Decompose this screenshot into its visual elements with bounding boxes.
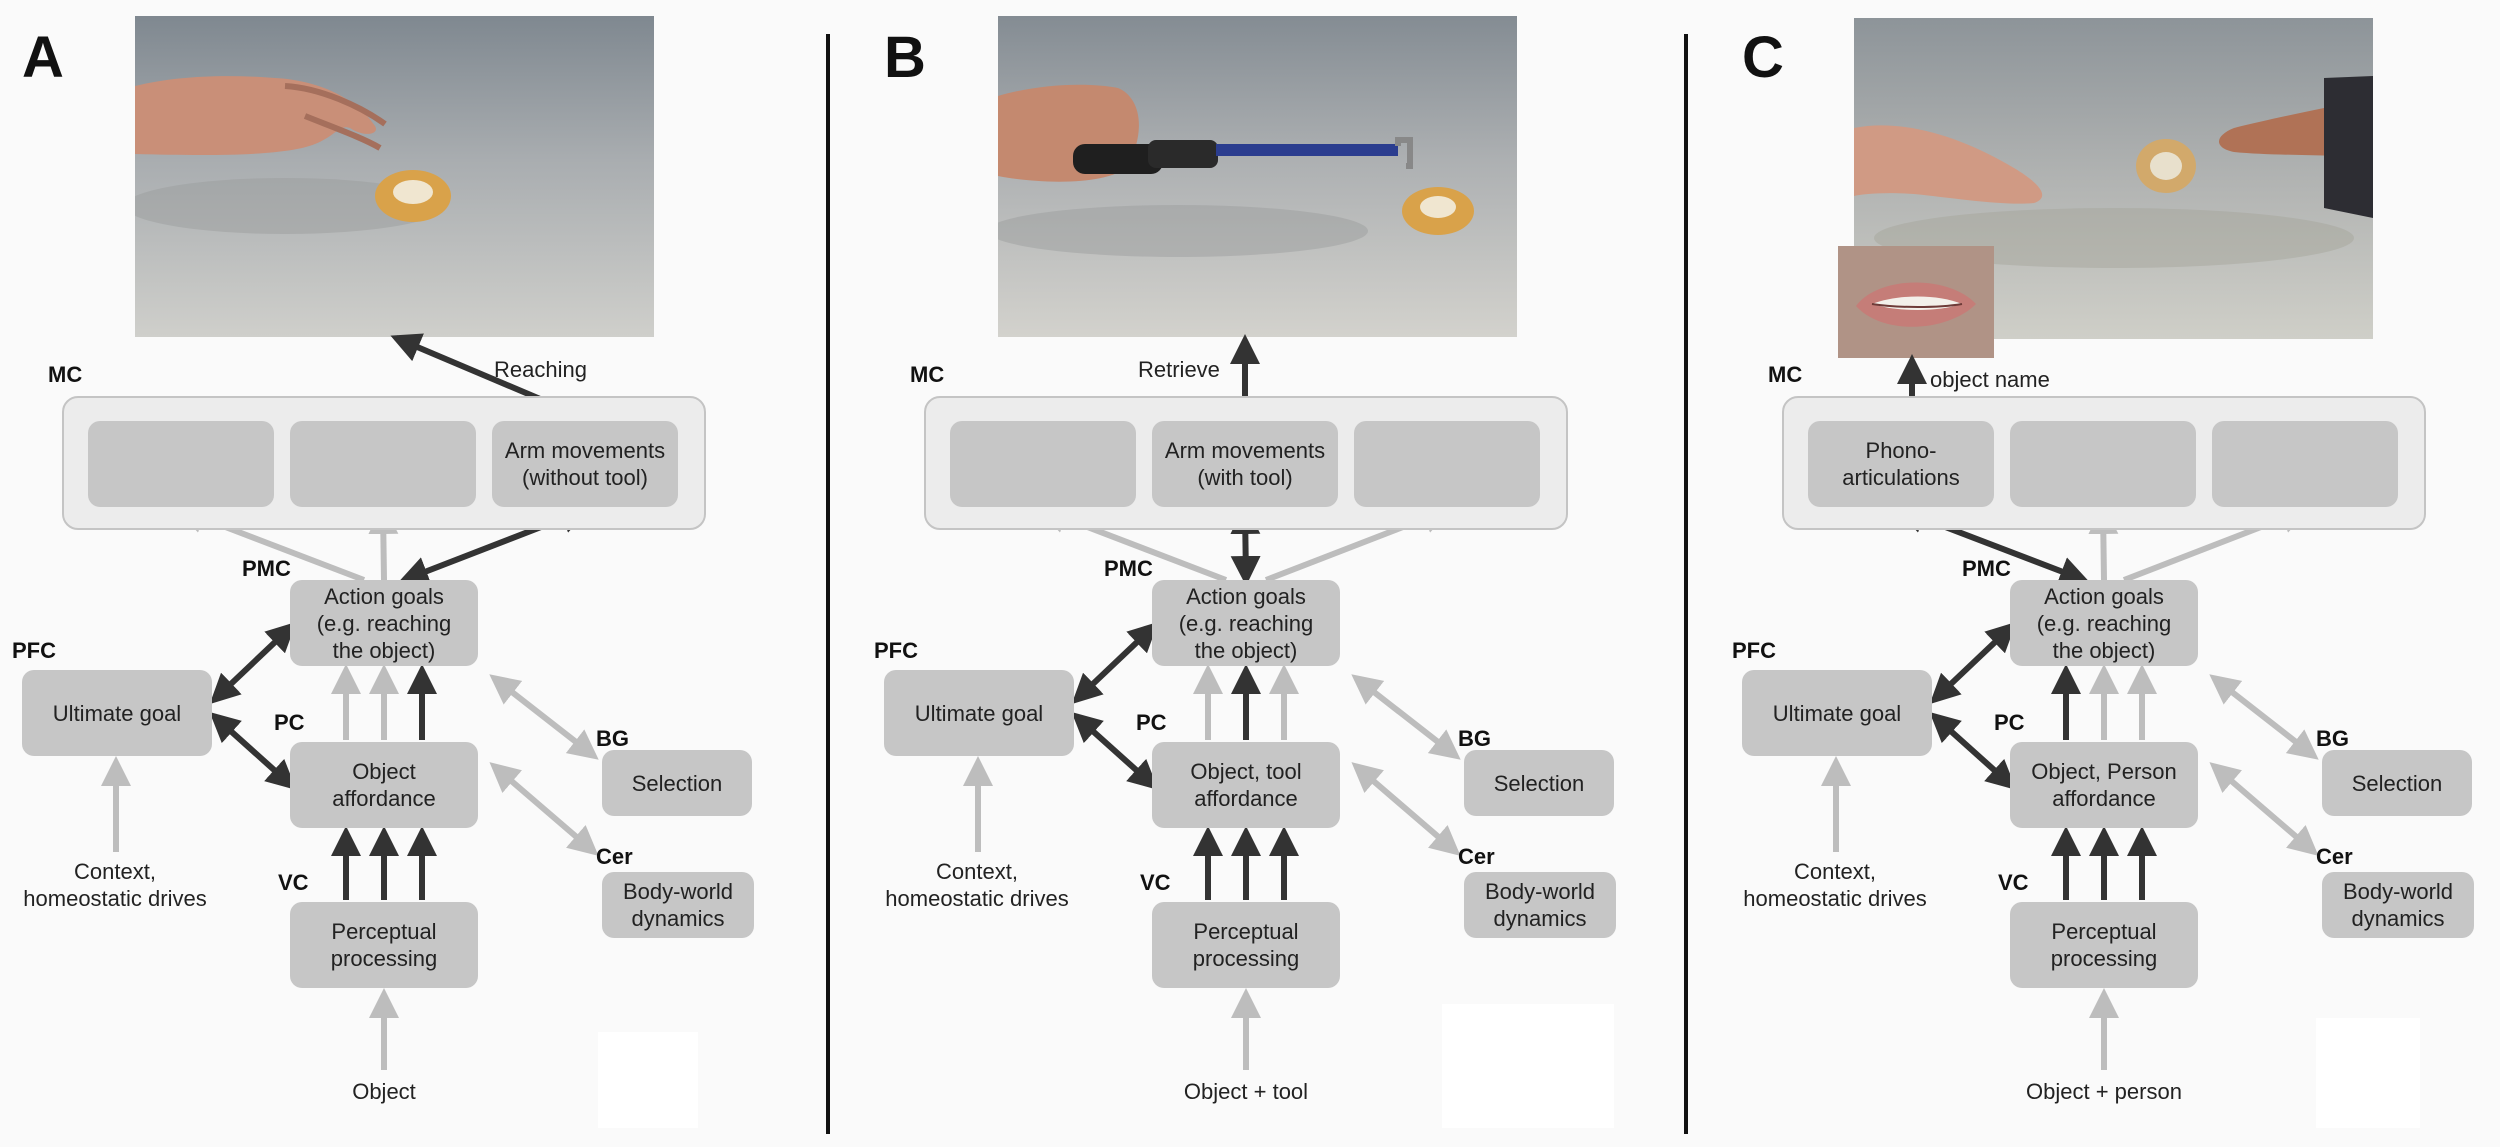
output-label: Retrieve <box>1138 357 1220 382</box>
mc-box-3: Arm movements (without tool) <box>492 421 678 507</box>
blank-patch <box>598 1032 698 1128</box>
pc-label: PC <box>274 710 305 735</box>
affordance-ultimate-arrow <box>1929 711 2017 791</box>
action-ultimate-arrow <box>1071 621 1159 705</box>
body-world-box: Body-world dynamics <box>1464 872 1616 938</box>
blank-patch <box>1442 1004 1614 1128</box>
ultimate-goal-box: Ultimate goal <box>884 670 1074 756</box>
selection-box: Selection <box>602 750 752 816</box>
ultimate-goal-box: Ultimate goal <box>22 670 212 756</box>
mc-box-2: Arm movements (with tool) <box>1152 421 1338 507</box>
pmc-label: PMC <box>1104 556 1153 581</box>
mouth-photo <box>1838 246 1994 358</box>
action-goals-box: Action goals (e.g. reaching the object) <box>1152 580 1340 666</box>
mc-box-3 <box>2212 421 2398 507</box>
output-label: object name <box>1930 367 2050 392</box>
context-text: Context, homeostatic drives <box>23 859 207 911</box>
mc-box-1 <box>950 421 1136 507</box>
pmc-label: PMC <box>1962 556 2011 581</box>
pfc-label: PFC <box>874 638 918 663</box>
cer-label: Cer <box>596 844 633 869</box>
reaching-photo <box>135 16 654 337</box>
bg-arrow <box>2209 674 2319 760</box>
bg-arrow <box>489 674 599 760</box>
vc-label: VC <box>1998 870 2029 895</box>
blank-patch <box>2316 1018 2420 1128</box>
pfc-label: PFC <box>12 638 56 663</box>
action-goals-box: Action goals (e.g. reaching the object) <box>290 580 478 666</box>
affordance-box: Object, tool affordance <box>1152 742 1340 828</box>
input-text: Object + tool <box>1183 1079 1309 1104</box>
bg-label: BG <box>1458 726 1491 751</box>
mc-label: MC <box>910 362 945 387</box>
body-world-box: Body-world dynamics <box>2322 872 2474 938</box>
selection-box: Selection <box>1464 750 1614 816</box>
body-world-box: Body-world dynamics <box>602 872 754 938</box>
action-goals-box: Action goals (e.g. reaching the object) <box>2010 580 2198 666</box>
input-text: Object + person <box>2026 1079 2182 1104</box>
mc-label: MC <box>1768 362 1803 387</box>
vc-label: VC <box>1140 870 1171 895</box>
panel-c: C <box>1720 0 2500 1147</box>
mc-label: MC <box>48 362 83 387</box>
retrieve-photo <box>998 16 1517 337</box>
pc-label: PC <box>1136 710 1167 735</box>
affordance-ultimate-arrow <box>1071 711 1159 791</box>
cer-arrow <box>1351 762 1461 856</box>
output-label: Reaching <box>494 357 587 382</box>
bg-label: BG <box>596 726 629 751</box>
bg-arrow <box>1351 674 1461 760</box>
mc-box-1: Phono- articulations <box>1808 421 1994 507</box>
context-text: Context, homeostatic drives <box>1743 859 1927 911</box>
cer-arrow <box>2209 762 2319 856</box>
panel-a: A <box>0 0 860 1147</box>
mc-box-2 <box>290 421 476 507</box>
pc-label: PC <box>1994 710 2025 735</box>
panel-b: B <box>862 0 1722 1147</box>
input-text: Object <box>352 1079 416 1104</box>
ultimate-goal-box: Ultimate goal <box>1742 670 1932 756</box>
pmc-label: PMC <box>242 556 291 581</box>
cer-arrow <box>489 762 599 856</box>
affordance-box: Object, Person affordance <box>2010 742 2198 828</box>
mc-box-3 <box>1354 421 1540 507</box>
perceptual-box: Perceptual processing <box>290 902 478 988</box>
affordance-ultimate-arrow <box>209 711 297 791</box>
mc-box-1 <box>88 421 274 507</box>
bg-label: BG <box>2316 726 2349 751</box>
action-ultimate-arrow <box>209 621 297 705</box>
cer-label: Cer <box>2316 844 2353 869</box>
panel-letter: B <box>884 25 926 90</box>
perceptual-box: Perceptual processing <box>1152 902 1340 988</box>
panel-letter: A <box>22 25 64 90</box>
panel-letter: C <box>1742 25 1784 90</box>
affordance-box: Object affordance <box>290 742 478 828</box>
context-text: Context, homeostatic drives <box>885 859 1069 911</box>
perceptual-box: Perceptual processing <box>2010 902 2198 988</box>
pfc-label: PFC <box>1732 638 1776 663</box>
cer-label: Cer <box>1458 844 1495 869</box>
action-ultimate-arrow <box>1929 621 2017 705</box>
selection-box: Selection <box>2322 750 2472 816</box>
panel-divider-left <box>826 34 830 1134</box>
mc-box-2 <box>2010 421 2196 507</box>
panel-divider-right <box>1684 34 1688 1134</box>
vc-label: VC <box>278 870 309 895</box>
